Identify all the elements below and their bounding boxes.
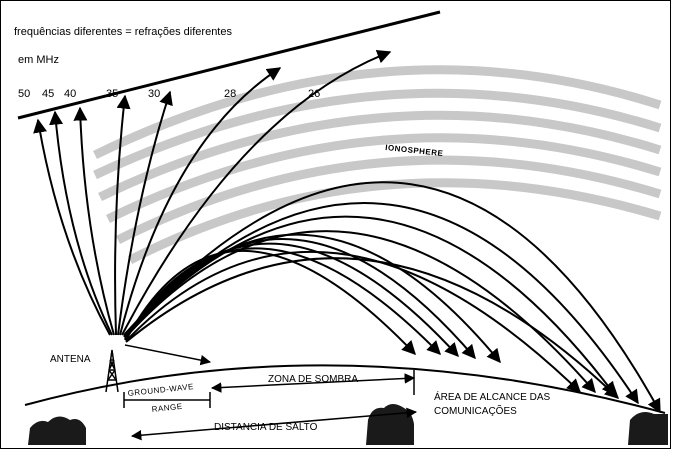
ground-wave-label-line2: RANGE [151,402,183,414]
ray-near-3 [125,257,620,399]
coverage-label-line2: COMUNICAÇÕES [434,404,517,417]
ionosphere-band-5 [115,155,662,245]
freq-label-45: 45 [42,88,54,100]
freq-label-30: 30 [148,88,160,100]
ray-near-1 [125,249,416,356]
terrain-right [628,412,668,445]
ray-paths [33,50,661,414]
unit-label: em MHz [18,54,59,66]
ionosphere-band-6 [127,178,662,265]
ray-28mhz-out [119,67,282,336]
earth-surface [24,364,666,414]
coverage-label-line1: ÁREA DE ALCANCE DAS [434,390,550,403]
terrain-left [28,416,86,445]
frequency-labels: 50 45 40 35 30 28 26 [18,88,320,100]
freq-label-28: 28 [224,88,236,100]
ray-50mhz [33,118,111,336]
freq-label-26: 26 [308,88,320,100]
ray-far-3 [123,215,616,397]
freq-label-35: 35 [106,88,118,100]
ground-wave-label-line1: GROUND-WAVE [127,382,194,398]
ionosphere-band-1 [93,65,662,160]
ionosphere-band-3 [98,110,662,202]
ray-45mhz [49,110,113,336]
shadow-zone-label: ZONA DE SOMBRA [268,374,358,385]
ray-30mhz [117,90,173,336]
skip-distance-label: DISTANCIA DE SALTO [214,422,318,433]
freq-label-50: 50 [18,88,30,100]
ray-near-2 [125,250,582,393]
ray-26mhz-out [121,50,392,336]
antenna-icon [105,349,119,393]
terrain [28,404,668,445]
upper-boundary-line [17,10,441,120]
ray-mid-1 [124,233,501,364]
diagram-title: frequências diferentes = refrações difer… [14,26,232,38]
ray-mid-3 [124,242,459,358]
ground-wave-ray [124,344,212,366]
ionosphere-bands [93,65,662,265]
shadow-zone-arrow [210,373,416,393]
ray-far-1 [123,181,661,414]
ray-mid-2 [124,238,476,360]
ionosphere-band-4 [106,133,662,224]
ray-40mhz [73,106,115,336]
ray-35mhz [114,94,131,336]
terrain-middle [366,404,414,445]
antenna-label: ANTENA [50,354,91,365]
ionosphere-label: IONOSPHERE [385,143,444,158]
distance-markers [123,370,418,441]
ray-mid-4 [124,247,441,355]
freq-label-40: 40 [64,88,76,100]
ray-far-4 [124,230,596,394]
skip-distance-arrow [130,407,418,441]
ionosphere-band-2 [93,88,662,180]
